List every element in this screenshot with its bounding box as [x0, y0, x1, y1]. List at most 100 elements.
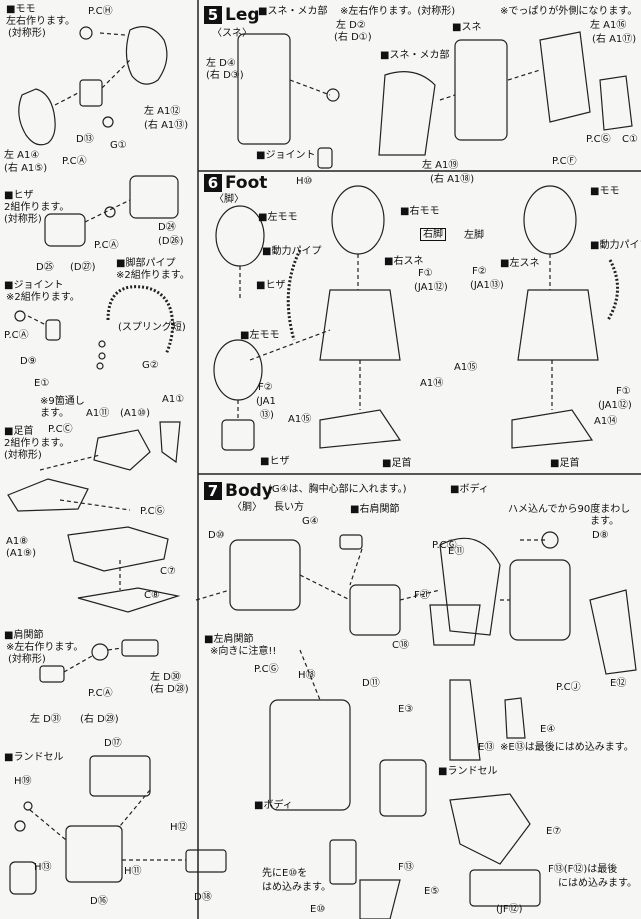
body-label: P.CⒿ [556, 682, 581, 693]
knee-note1: 2組作ります。 [4, 202, 70, 213]
body-label: E⑪ [448, 546, 465, 557]
leg-label: ■スネ・メカ部 [258, 6, 328, 17]
body-label: ■ランドセル [438, 766, 498, 777]
body-label: D⑩ [208, 530, 225, 541]
right-ankle [319, 409, 402, 449]
left-thigh-c [523, 185, 577, 255]
part-label: D㉔ [158, 222, 176, 233]
body-label: D⑪ [362, 678, 380, 689]
foot-label: ■ヒザ [260, 456, 290, 467]
thigh-title: ■モモ [6, 4, 36, 15]
joint-note: ※2組作ります。 [6, 292, 80, 303]
body-label: にはめ込みます。 [558, 878, 637, 889]
part-label: P.CⒶ [62, 156, 87, 167]
leg-label: 左 D④ [206, 58, 236, 69]
part-label: (右 A1⑬) [144, 120, 189, 131]
randsel-title: ■ランドセル [4, 752, 64, 763]
leg-label: (右 D①) [334, 32, 372, 43]
foot-label: F② [472, 266, 487, 277]
body-label: D⑧ [592, 530, 609, 541]
body-label: 長い方 [274, 502, 304, 513]
leg-label: ※でっぱりが外側になります。 [500, 6, 638, 17]
body-label: F⑬ [398, 862, 414, 873]
foot-label: 左脚 [464, 230, 484, 241]
section-title: Leg [225, 5, 260, 25]
body-label: E⑩ [310, 904, 326, 915]
body-label: H⑱ [298, 670, 316, 681]
body-label: E⑫ [610, 678, 627, 689]
body-label: はめ込みます。 [262, 882, 331, 893]
ankle-top [7, 478, 89, 512]
left-ankle [511, 409, 594, 449]
foot-label: ■左モモ [258, 212, 298, 223]
section-number: 7 [204, 482, 222, 500]
body-label: 先にE⑩を [262, 868, 308, 879]
part-label: (右 D㉙) [80, 714, 119, 725]
part-label: P.CⒶ [94, 240, 119, 251]
foot-label: F① [616, 386, 631, 397]
foot-label: (JA1⑬) [470, 280, 504, 291]
body-label: ■ボディ [254, 800, 293, 811]
randsel-mount [379, 759, 427, 817]
leg-label: C① [622, 134, 638, 145]
section-number: 6 [204, 174, 222, 192]
e-part-note2: ます。 [40, 408, 69, 419]
knee-note2: (対称形) [4, 214, 42, 225]
part-label: (D㉖) [158, 236, 184, 247]
leg-label: H⑩ [296, 176, 313, 187]
ankle-mid [93, 429, 151, 471]
leg-pipe-spring [106, 285, 174, 355]
section-subtitle: 〈胴〉 [232, 502, 262, 513]
body-armor-e11 [439, 537, 501, 636]
leg-label: (右 D③) [206, 70, 244, 81]
shoulder-note2: (対称形) [8, 654, 46, 665]
left-shin [517, 289, 599, 361]
part-label: D⑱ [194, 892, 212, 903]
part-label: 左 D㉚ [150, 672, 181, 683]
thigh-note2: (対称形) [8, 28, 46, 39]
body-core [229, 539, 301, 611]
foot-label: ■足首 [382, 458, 412, 469]
part-label: D㉕ [36, 262, 54, 273]
section-number: 5 [204, 6, 222, 24]
body-label: E⑤ [424, 886, 440, 897]
right-thigh [331, 185, 385, 255]
body-label: F⑬(F⑫)は最後 [548, 864, 618, 875]
foot-label: ■足首 [550, 458, 580, 469]
body-label: ■左肩関節 [204, 634, 254, 645]
thigh-note1: 左右作ります。 [6, 16, 75, 27]
body-label: E④ [540, 724, 556, 735]
g1-part [102, 116, 114, 128]
part-label: 左 A1⑫ [144, 106, 181, 117]
section-title: Body [225, 481, 273, 501]
part-label: 左 D㉛ [30, 714, 61, 725]
section-title: Foot [225, 173, 268, 193]
section-subtitle: 〈スネ〉 [212, 28, 252, 39]
thigh-shell [18, 88, 56, 146]
part-label: P.CⒼ [140, 506, 165, 517]
foot-label: (JA1⑫) [414, 282, 448, 293]
body-label: P.CⒼ [432, 540, 457, 551]
randsel-top [89, 755, 151, 797]
knee-block-b [129, 175, 179, 219]
foot-label: ■動力パイプ [262, 246, 322, 257]
part-label: H⑫ [170, 822, 188, 833]
foot-label: ■モモ [590, 186, 620, 197]
right-shoulder-joint [349, 584, 401, 636]
foot-label: ■左モモ [240, 330, 280, 341]
foot-label: A1⑮ [454, 362, 478, 373]
body-label: ハメ込んでから90度まわし [508, 504, 631, 515]
part-label: H⑪ [124, 866, 142, 877]
ankle-c8 [77, 587, 181, 613]
shoulder-title: ■肩関節 [4, 630, 44, 641]
body-label: E⑬ [478, 742, 495, 753]
body-label: (G④は、胸中心部に入れます。) [268, 484, 407, 495]
part-label: D⑨ [20, 356, 37, 367]
part-label: G② [142, 360, 159, 371]
part-label: (A1⑨) [6, 548, 36, 559]
pc-h-part [79, 26, 93, 40]
ankle-note2: (対称形) [4, 450, 42, 461]
part-label: P.CⒸ [48, 424, 73, 435]
